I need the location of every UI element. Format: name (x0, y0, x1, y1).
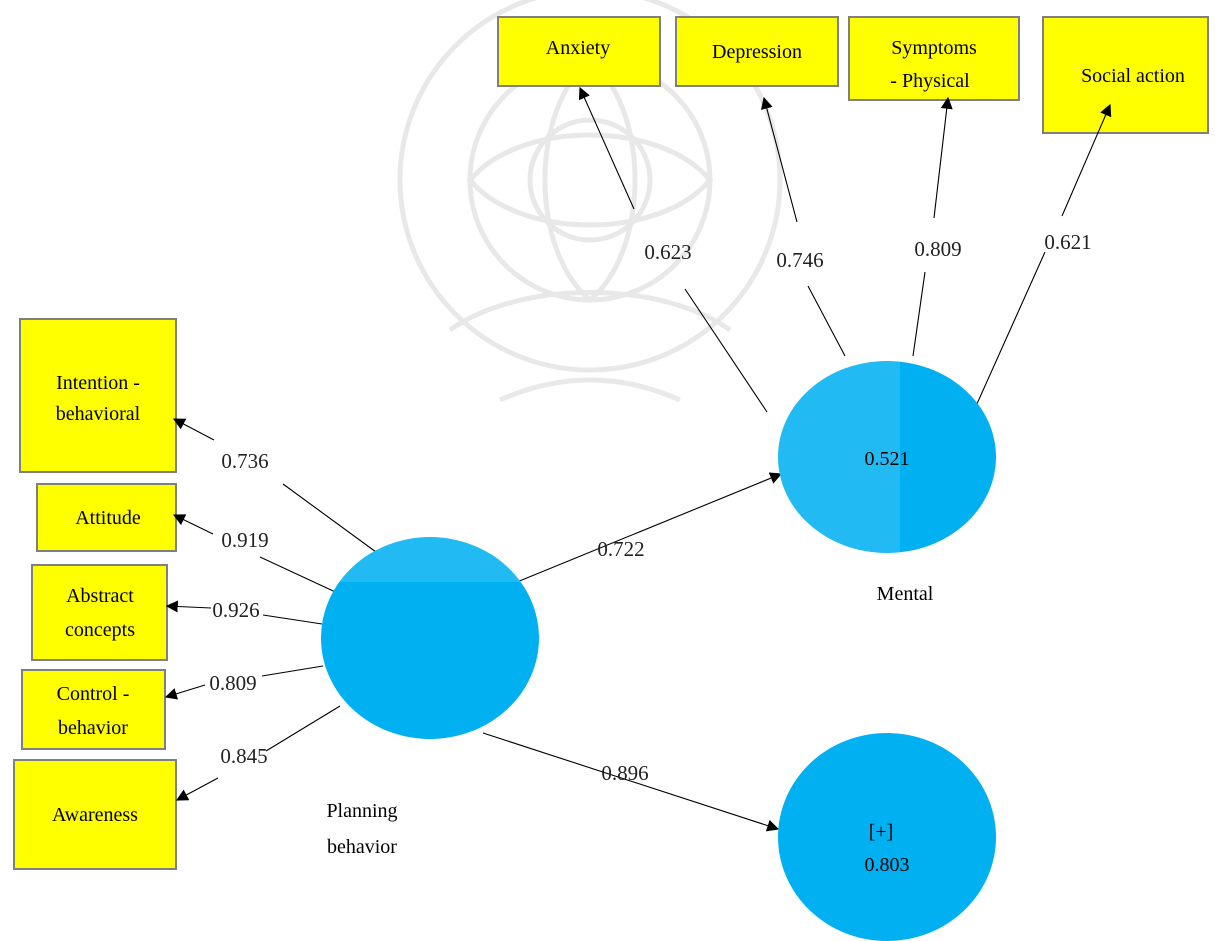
construct-plus-line1: [+] (869, 821, 894, 843)
indicator-attitude-label: Attitude (75, 507, 141, 529)
indicator-abstract-box: Abstract concepts (31, 564, 168, 661)
path-abstract-segment (262, 614, 323, 625)
path-planning-to-mental-arrow (516, 472, 783, 583)
indicator-anxiety-label: Anxiety (546, 37, 610, 59)
indicator-abstract-line1: Abstract (66, 585, 134, 607)
construct-mental-r2: 0.521 (865, 448, 910, 470)
path-depression-segment (807, 285, 846, 357)
indicator-depression-box: Depression (675, 16, 839, 87)
path-coefficients: 0.736 0.919 0.926 0.809 0.845 0.722 0.89… (209, 230, 1091, 785)
coef-depression: 0.746 (776, 248, 823, 272)
coef-symptoms: 0.809 (914, 237, 961, 261)
indicator-awareness-box: Awareness (13, 759, 177, 870)
construct-mental: 0.521 Mental (778, 361, 996, 605)
path-awareness-arrow (175, 777, 219, 801)
construct-mental-circle (778, 361, 996, 553)
coef-anxiety: 0.623 (644, 240, 691, 264)
indicator-symptoms-line1: Symptoms (891, 37, 977, 59)
construct-plus-circle (778, 733, 996, 941)
indicator-social-label: Social action (1081, 65, 1185, 87)
coef-intention: 0.736 (221, 449, 268, 473)
path-awareness-segment (265, 705, 341, 752)
coef-abstract: 0.926 (212, 598, 259, 622)
indicator-abstract-line2: concepts (65, 619, 135, 641)
indicator-symptoms-line2: - Physical (890, 70, 970, 92)
indicator-intention-box: Intention - behavioral (19, 318, 177, 473)
indicator-control-line2: behavior (58, 717, 128, 739)
path-social-segment (975, 251, 1046, 407)
construct-plus-line2: 0.803 (865, 854, 910, 876)
path-attitude-segment (259, 556, 345, 597)
path-anxiety-arrow (578, 86, 635, 210)
path-planning-to-plus-arrow (482, 732, 780, 832)
coef-social: 0.621 (1044, 230, 1091, 254)
path-attitude-arrow (172, 514, 214, 535)
coef-awareness: 0.845 (220, 744, 267, 768)
indicator-attitude-box: Attitude (36, 483, 177, 552)
construct-plus: [+] 0.803 (778, 733, 996, 941)
indicator-awareness-label: Awareness (52, 804, 138, 826)
indicator-depression-label: Depression (712, 41, 802, 63)
construct-planning-circle (321, 537, 539, 739)
indicator-symptoms-box: Symptoms - Physical (848, 16, 1020, 101)
path-arrows (164, 86, 1112, 832)
path-symptoms-arrow (933, 96, 953, 219)
path-abstract-arrow (165, 600, 212, 613)
coef-planning-to-plus: 0.896 (601, 761, 648, 785)
coef-attitude: 0.919 (221, 528, 268, 552)
construct-planning-name-line1: Planning (326, 800, 397, 822)
path-social-arrow (1061, 103, 1112, 217)
indicator-anxiety-box: Anxiety (497, 16, 661, 87)
indicator-intention-line1: Intention - (56, 372, 140, 394)
indicator-social-box: Social action (1042, 16, 1209, 134)
path-intention-segment (282, 483, 377, 553)
path-anxiety-segment (684, 288, 768, 413)
construct-planning-name-line2: behavior (327, 836, 397, 858)
path-control-segment (261, 665, 324, 677)
coef-planning-to-mental: 0.722 (597, 537, 644, 561)
indicator-intention-line2: behavioral (56, 403, 141, 425)
path-intention-arrow (172, 418, 215, 441)
indicator-control-box: Control - behavior (21, 669, 166, 750)
coef-control: 0.809 (209, 671, 256, 695)
construct-mental-name: Mental (877, 583, 934, 605)
construct-planning-behavior: Planning behavior (321, 537, 539, 858)
path-depression-arrow (760, 96, 798, 223)
indicator-control-line1: Control - (57, 683, 130, 705)
path-symptoms-segment (912, 271, 926, 357)
path-control-arrow (164, 684, 206, 700)
